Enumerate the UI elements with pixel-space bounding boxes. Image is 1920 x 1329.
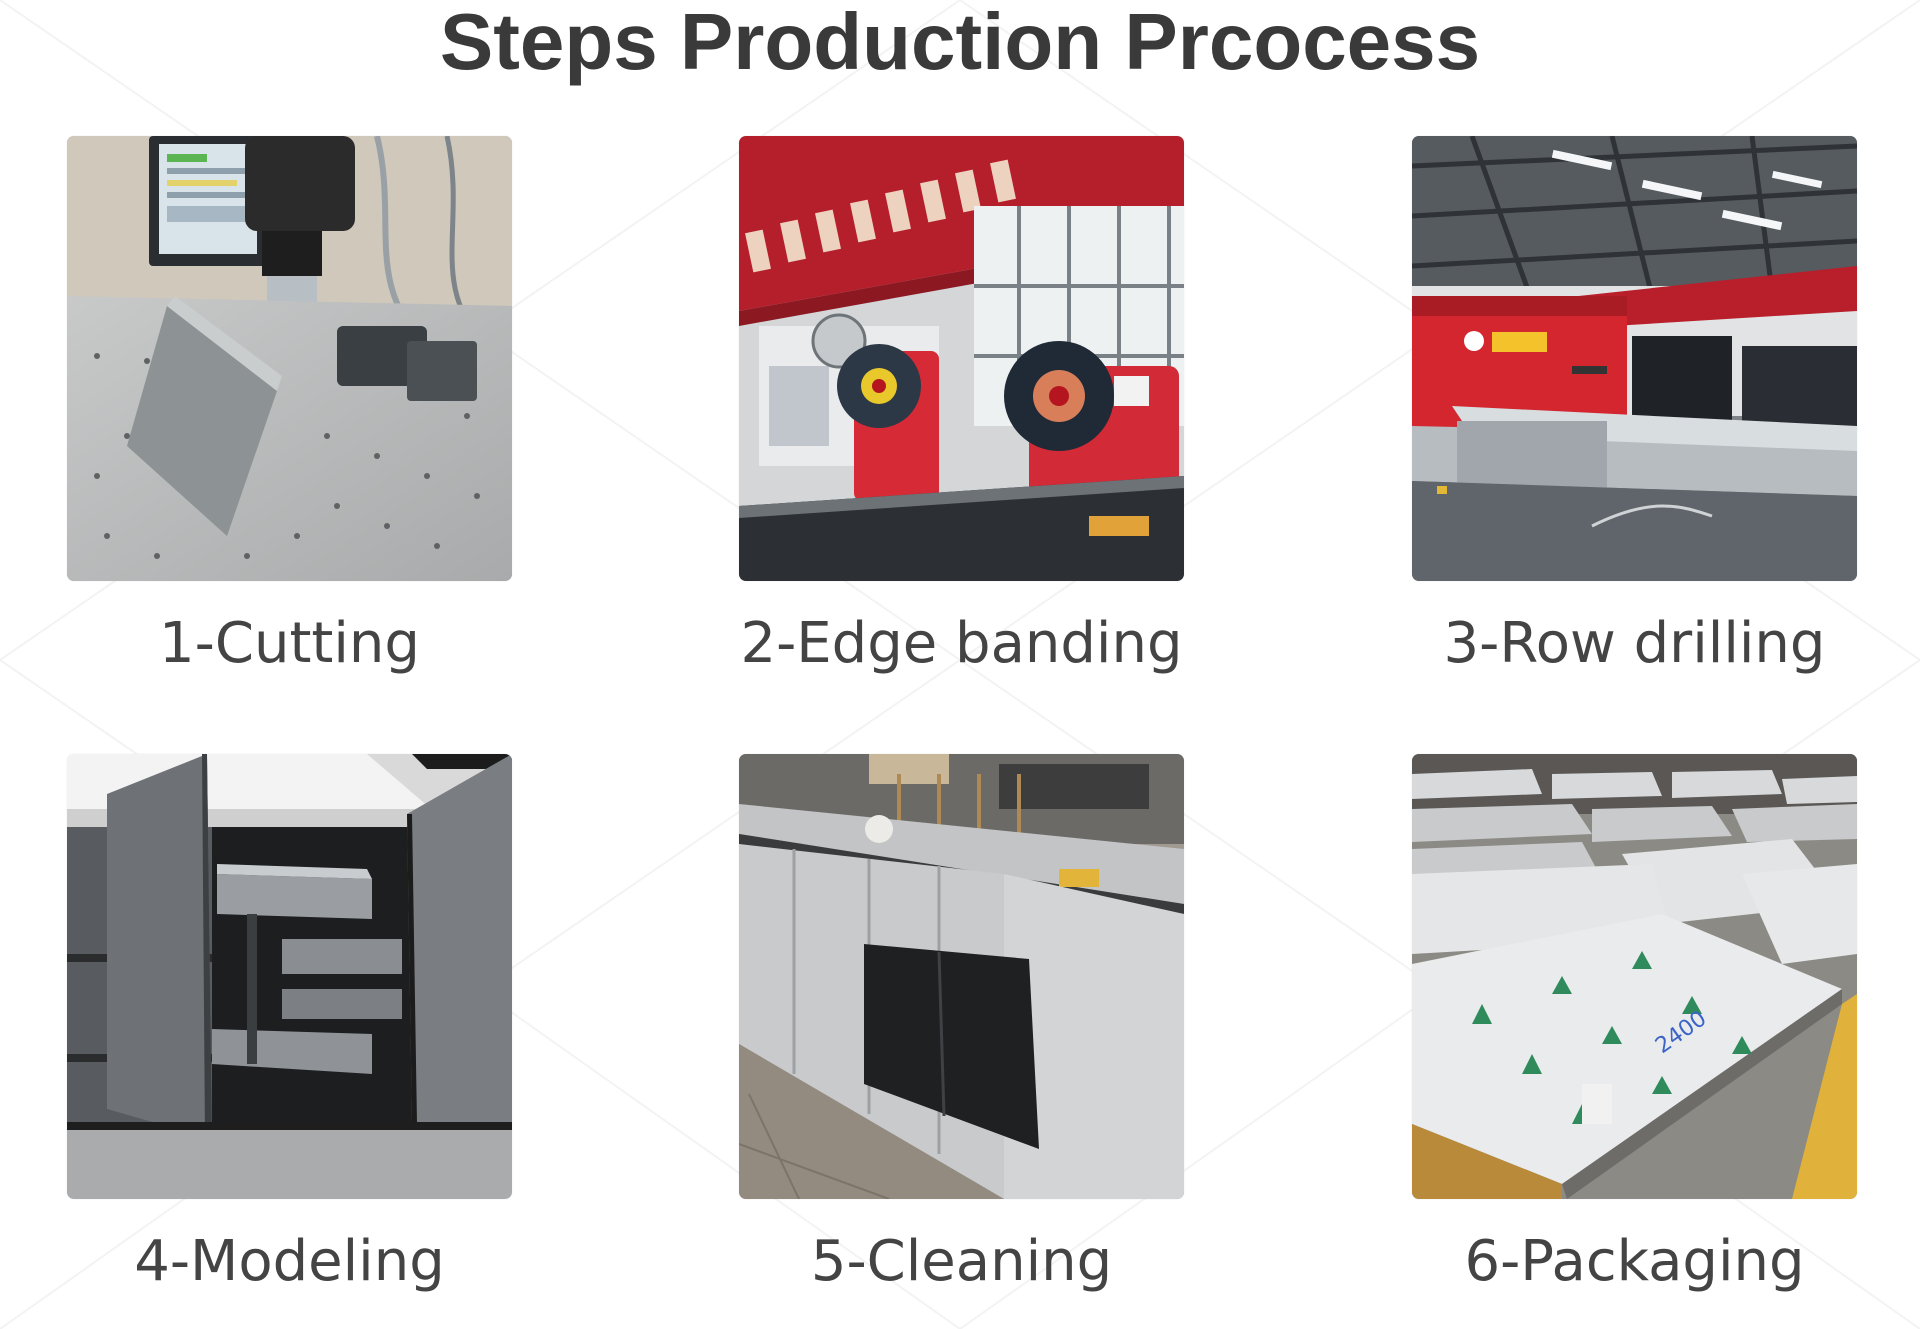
packaging-photo: 2400 xyxy=(1412,754,1857,1199)
step-label: 4-Modeling xyxy=(134,1229,445,1294)
step-label: 1-Cutting xyxy=(159,611,420,676)
cleaning-photo xyxy=(739,754,1184,1199)
page-title: Steps Production Prcocess xyxy=(439,0,1481,86)
step-card-row-drilling: 3-Row drilling xyxy=(1412,136,1857,676)
step-card-modeling: 4-Modeling xyxy=(67,754,512,1294)
step-card-cutting: 1-Cutting xyxy=(67,136,512,676)
step-card-cleaning: 5-Cleaning xyxy=(739,754,1184,1294)
cutting-photo xyxy=(67,136,512,581)
row-drilling-photo xyxy=(1412,136,1857,581)
edge-banding-photo xyxy=(739,136,1184,581)
step-label: 3-Row drilling xyxy=(1443,611,1826,676)
step-label: 2-Edge banding xyxy=(740,611,1183,676)
step-label: 6-Packaging xyxy=(1464,1229,1805,1294)
step-card-edge-banding: 2-Edge banding xyxy=(739,136,1184,676)
modeling-photo xyxy=(67,754,512,1199)
step-card-packaging: 2400 6-Packaging xyxy=(1412,754,1857,1294)
step-label: 5-Cleaning xyxy=(810,1229,1113,1294)
